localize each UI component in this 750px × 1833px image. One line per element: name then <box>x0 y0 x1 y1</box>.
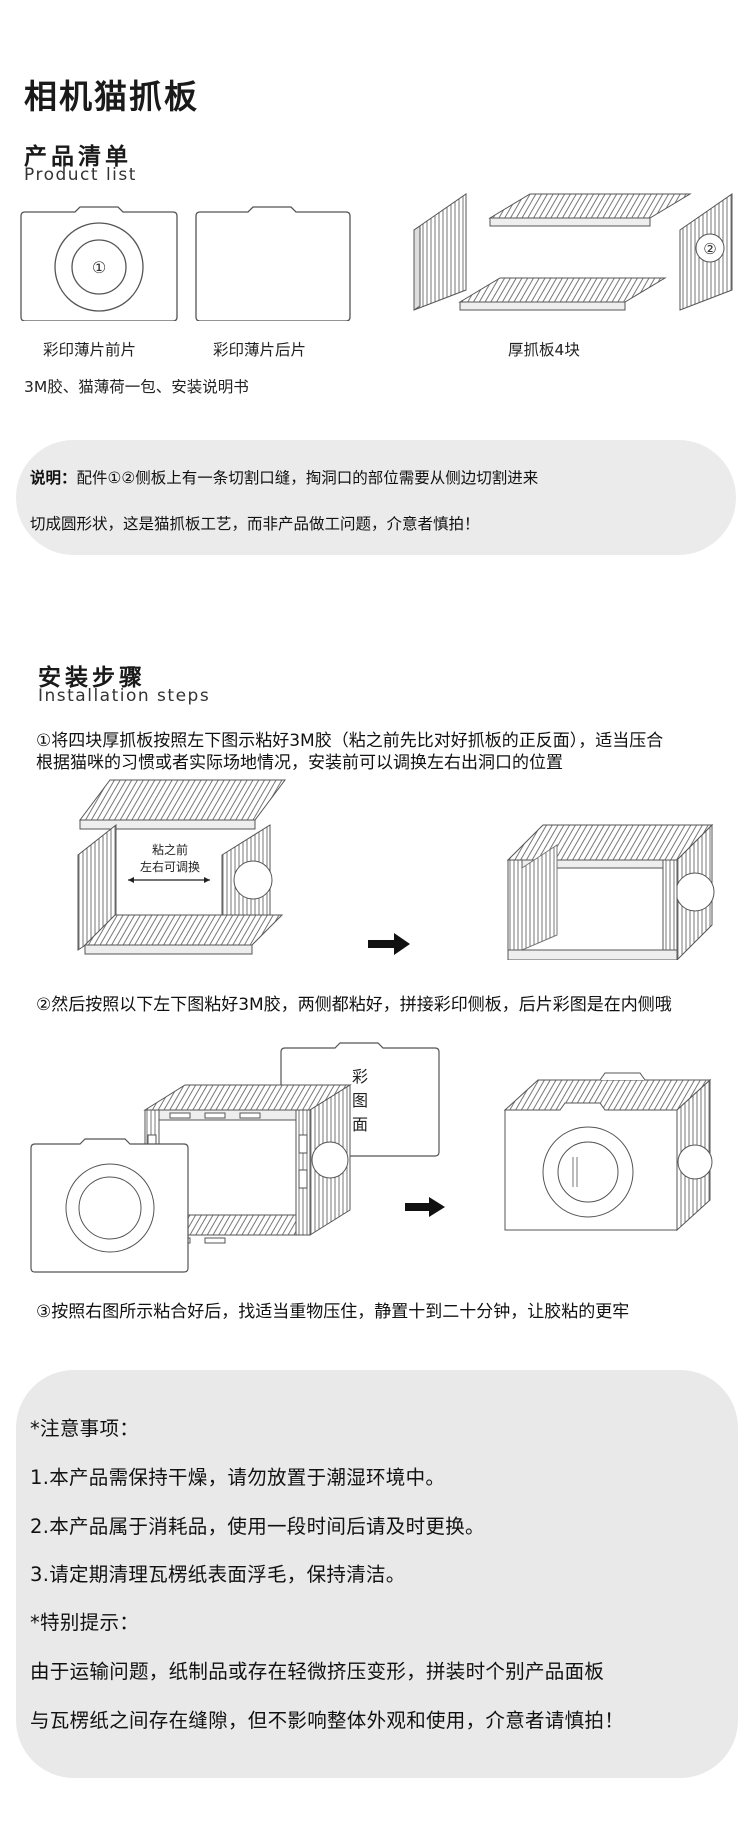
tip-item-3: 3.请定期清理瓦楞纸表面浮毛，保持清洁。 <box>30 1563 406 1586</box>
tips-heading: *注意事项： <box>30 1417 140 1440</box>
note-prefix: 说明： <box>30 469 77 487</box>
tip-item-2: 2.本产品属于消耗品，使用一段时间后请及时更换。 <box>30 1515 485 1538</box>
extras-text: 3M胶、猫薄荷一包、安装说明书 <box>24 378 249 396</box>
step2-assembled-illustration <box>503 1072 713 1232</box>
back-label-1: 彩 <box>352 1067 368 1086</box>
install-subheading: Installation steps <box>38 686 211 706</box>
step3-text: ③按照右图所示粘合好后，找适当重物压住，静置十到二十分钟，让胶粘的更牢 <box>36 1302 630 1322</box>
step1-line1: ①将四块厚抓板按照左下图示粘好3M胶（粘之前先比对好抓板的正反面），适当压合 <box>36 731 664 751</box>
front-panel-illustration: ① <box>20 206 178 321</box>
install-heading: 安装步骤 <box>38 665 146 691</box>
note-line-2: 切成圆形状，这是猫抓板工艺，而非产品做工问题，介意者慎拍！ <box>30 515 480 533</box>
marker-1: ① <box>92 258 106 277</box>
special-line-2: 与瓦楞纸之间存在缝隙，但不影响整体外观和使用，介意者请慎拍！ <box>30 1709 625 1732</box>
product-list-heading: 产品清单 <box>24 144 132 170</box>
item-label-thick: 厚抓板4块 <box>508 341 580 359</box>
arrow-right-icon <box>368 933 410 955</box>
step2-text: ②然后按照以下左下图粘好3M胶，两侧都粘好，拼接彩印侧板，后片彩图是在内侧哦 <box>36 995 672 1015</box>
note-box <box>16 440 736 555</box>
thick-boards-illustration: ② <box>413 193 733 311</box>
note-line-1: 说明：配件①②侧板上有一条切割口缝，掏洞口的部位需要从侧边切割进来 <box>30 466 538 488</box>
back-panel-illustration <box>195 206 351 321</box>
marker-2: ② <box>703 240 716 258</box>
product-list-subheading: Product list <box>24 165 137 185</box>
tips-box <box>16 1370 738 1778</box>
arrow-right-icon <box>405 1197 445 1217</box>
special-line-1: 由于运输问题，纸制品或存在轻微挤压变形，拼装时个别产品面板 <box>30 1660 605 1683</box>
tip-item-1: 1.本产品需保持干燥，请勿放置于潮湿环境中。 <box>30 1466 446 1489</box>
item-label-front: 彩印薄片前片 <box>43 341 137 359</box>
step1-assembled-illustration <box>506 823 715 960</box>
special-heading: *特别提示： <box>30 1611 140 1634</box>
step1-label-2: 左右可调换 <box>140 859 200 874</box>
note-text-1: 配件①②侧板上有一条切割口缝，掏洞口的部位需要从侧边切割进来 <box>76 469 539 487</box>
back-label-2: 图 <box>352 1091 368 1110</box>
page-title: 相机猫抓板 <box>24 77 199 116</box>
step1-exploded-illustration: 粘之前 左右可调换 <box>77 779 286 955</box>
step1-line2: 根据猫咪的习惯或者实际场地情况，安装前可以调换左右出洞口的位置 <box>36 753 563 773</box>
step1-label-1: 粘之前 <box>152 842 188 857</box>
back-label-3: 面 <box>352 1115 368 1134</box>
step2-exploded-illustration: 彩 图 面 <box>30 1042 440 1273</box>
item-label-back: 彩印薄片后片 <box>213 341 307 359</box>
